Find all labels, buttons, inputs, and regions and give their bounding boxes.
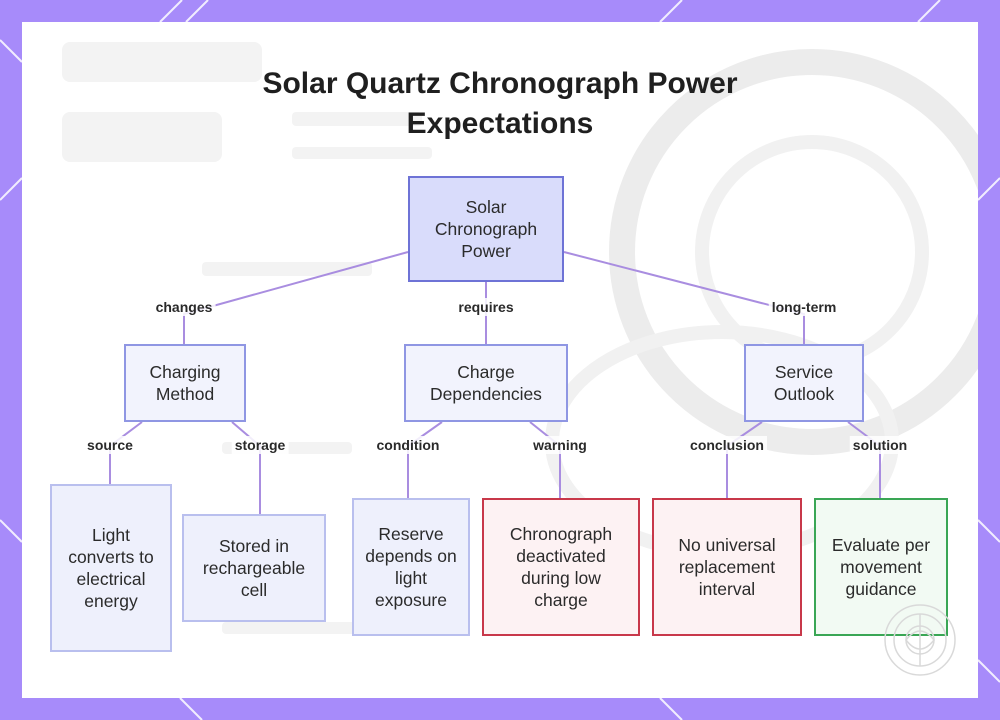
branch-node-label: Charging Method (149, 362, 221, 404)
edge-label-warning: warning (530, 436, 590, 454)
leaf-node-label: Reserve depends on light exposure (365, 524, 457, 610)
edge-label-solution: solution (849, 436, 911, 454)
leaf-node-label: Chronograph deactivated during low charg… (509, 524, 613, 610)
root-node: Solar Chronograph Power (408, 176, 564, 282)
diagram-title: Solar Quartz Chronograph Power Expectati… (262, 67, 738, 140)
leaf-node-evaluate-guidance: Evaluate per movement guidance (814, 498, 948, 636)
leaf-node-chronograph-deactivated: Chronograph deactivated during low charg… (482, 498, 640, 636)
leaf-node-label: Evaluate per movement guidance (831, 535, 931, 599)
branch-node-label: Service Outlook (773, 362, 835, 404)
edge-root-charging (183, 251, 409, 344)
edge-label-conclusion: conclusion (687, 436, 767, 454)
leaf-node-light-converts: Light converts to electrical energy (50, 484, 172, 652)
edge-label-source: source (84, 436, 136, 454)
leaf-node-label: No universal replacement interval (678, 535, 776, 599)
branch-node-charge-dependencies: Charge Dependencies (404, 344, 568, 422)
edge-label-requires: requires (455, 298, 517, 316)
seal-icon (884, 604, 956, 676)
edge-label-storage: storage (231, 436, 289, 454)
diagram-panel: Solar Quartz Chronograph Power Expectati… (22, 22, 978, 698)
leaf-node-reserve-depends: Reserve depends on light exposure (352, 498, 470, 636)
branch-node-label: Charge Dependencies (430, 362, 542, 404)
root-node-label: Solar Chronograph Power (434, 197, 538, 261)
edge-service-conclusion (726, 421, 763, 498)
edge-dependencies-warning (529, 421, 561, 498)
leaf-node-label: Light converts to electrical energy (68, 525, 154, 611)
edge-label-long-term: long-term (768, 298, 840, 316)
edge-dependencies-condition (407, 421, 443, 498)
branch-node-service-outlook: Service Outlook (744, 344, 864, 422)
leaf-node-label: Stored in rechargeable cell (202, 536, 306, 600)
edge-service-solution (847, 421, 881, 498)
edge-label-changes: changes (152, 298, 216, 316)
branch-node-charging-method: Charging Method (124, 344, 246, 422)
leaf-node-stored-cell: Stored in rechargeable cell (182, 514, 326, 622)
leaf-node-no-universal-interval: No universal replacement interval (652, 498, 802, 636)
edge-label-condition: condition (373, 436, 443, 454)
